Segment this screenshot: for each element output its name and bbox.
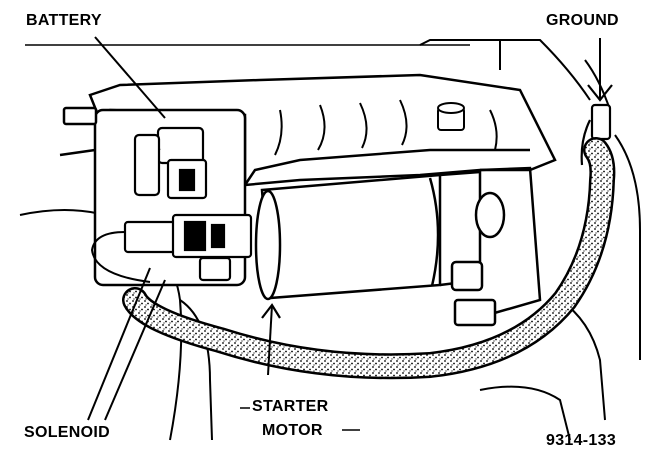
figure-id: 9314-133 bbox=[546, 432, 617, 449]
battery-label: BATTERY bbox=[26, 12, 102, 29]
starter-label-line1: STARTER bbox=[252, 398, 329, 415]
battery-leader bbox=[94, 36, 166, 119]
ground-label: GROUND bbox=[546, 12, 619, 29]
starter-motor-barrel bbox=[254, 166, 542, 327]
starter-label-line2: MOTOR bbox=[262, 422, 323, 439]
battery-terminal bbox=[133, 126, 208, 200]
leader-lines bbox=[25, 36, 613, 431]
mounting-bolt bbox=[437, 102, 465, 131]
solenoid-connector bbox=[123, 213, 253, 282]
solenoid-wire bbox=[90, 231, 151, 283]
starter-motor-leader bbox=[267, 304, 273, 376]
solenoid-label: SOLENOID bbox=[24, 424, 110, 441]
solenoid-leader bbox=[87, 267, 151, 421]
